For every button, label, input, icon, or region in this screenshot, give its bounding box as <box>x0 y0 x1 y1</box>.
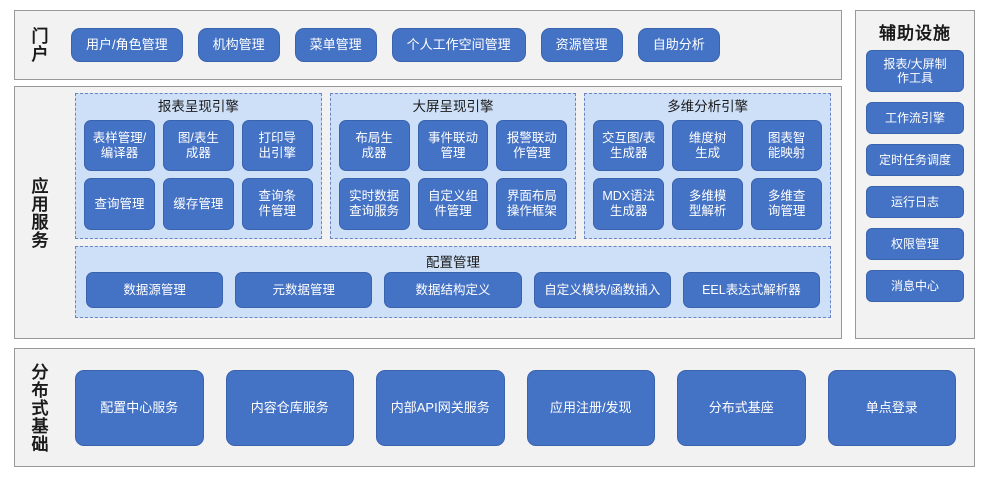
aux-item-scheduled-task-scheduling[interactable]: 定时任务调度 <box>866 144 964 176</box>
engine-row: 报表呈现引擎 表样管理/ 编译器 图/表生 成器 打印导 出引擎 查询管理 缓存… <box>75 93 832 239</box>
engine-item-layout-generator[interactable]: 布局生 成器 <box>338 119 410 172</box>
engine-multidimensional-analysis: 多维分析引擎 交互图/表 生成器 维度树 生成 图表智 能映射 MDX语法 生成… <box>584 93 832 239</box>
engine-report-rendering-title: 报表呈现引擎 <box>157 99 239 114</box>
portal-item-menu-management[interactable]: 菜单管理 <box>294 28 377 62</box>
config-item-custom-module-function-insertion[interactable]: 自定义模块/函数插入 <box>533 272 671 308</box>
portal-item-org-management[interactable]: 机构管理 <box>197 28 280 62</box>
config-item-metadata-management[interactable]: 元数据管理 <box>235 272 373 308</box>
engine-multidimensional-analysis-grid: 交互图/表 生成器 维度树 生成 图表智 能映射 MDX语法 生成器 多维模 型… <box>593 119 823 230</box>
application-services-content: 报表呈现引擎 表样管理/ 编译器 图/表生 成器 打印导 出引擎 查询管理 缓存… <box>61 87 841 338</box>
engine-item-ui-layout-operation-framework[interactable]: 界面布局 操作框架 <box>496 178 568 230</box>
config-item-eel-expression-parser[interactable]: EEL表达式解析器 <box>682 272 821 308</box>
config-item-datasource-management[interactable]: 数据源管理 <box>86 272 224 308</box>
auxiliary-facilities-section: 辅助设施 报表/大屏制 作工具 工作流引擎 定时任务调度 运行日志 权限管理 消… <box>855 10 975 339</box>
base-item-single-sign-on[interactable]: 单点登录 <box>827 369 956 446</box>
engine-item-dimension-tree-generation[interactable]: 维度树 生成 <box>672 119 744 172</box>
aux-item-report-screen-authoring-tool[interactable]: 报表/大屏制 作工具 <box>866 50 964 92</box>
engine-large-screen-rendering-grid: 布局生 成器 事件联动 管理 报警联动 作管理 实时数据 查询服务 自定义组 件… <box>338 119 568 230</box>
engine-large-screen-rendering-title: 大屏呈现引擎 <box>412 99 494 114</box>
portal-band-label: 门户 <box>28 27 48 63</box>
base-item-internal-api-gateway-service[interactable]: 内部API网关服务 <box>376 369 505 446</box>
aux-item-workflow-engine[interactable]: 工作流引擎 <box>866 102 964 134</box>
portal-item-personal-workspace-management[interactable]: 个人工作空间管理 <box>391 28 526 62</box>
base-item-app-registry-discovery[interactable]: 应用注册/发现 <box>526 369 655 446</box>
engine-report-rendering: 报表呈现引擎 表样管理/ 编译器 图/表生 成器 打印导 出引擎 查询管理 缓存… <box>75 93 322 239</box>
application-services-section: 应用服务 报表呈现引擎 表样管理/ 编译器 图/表生 成器 打印导 出引擎 查询… <box>14 86 842 339</box>
portal-section: 门户 用户/角色管理 机构管理 菜单管理 个人工作空间管理 资源管理 自助分析 <box>14 10 842 80</box>
configuration-management-panel: 配置管理 数据源管理 元数据管理 数据结构定义 自定义模块/函数插入 EEL表达… <box>75 246 831 318</box>
distributed-base-section: 分布式基础 配置中心服务 内容仓库服务 内部API网关服务 应用注册/发现 分布… <box>14 348 975 467</box>
portal-button-row: 用户/角色管理 机构管理 菜单管理 个人工作空间管理 资源管理 自助分析 <box>61 11 835 79</box>
engine-item-multidimensional-model-parsing[interactable]: 多维模 型解析 <box>672 178 744 230</box>
engine-report-rendering-grid: 表样管理/ 编译器 图/表生 成器 打印导 出引擎 查询管理 缓存管理 查询条 … <box>84 119 313 230</box>
auxiliary-facilities-list: 报表/大屏制 作工具 工作流引擎 定时任务调度 运行日志 权限管理 消息中心 <box>856 50 974 302</box>
engine-item-custom-component-management[interactable]: 自定义组 件管理 <box>417 178 489 230</box>
engine-item-multidimensional-query-management[interactable]: 多维查 询管理 <box>751 178 823 230</box>
engine-item-alarm-linkage-action-management[interactable]: 报警联动 作管理 <box>496 119 568 172</box>
engine-multidimensional-analysis-title: 多维分析引擎 <box>667 99 749 114</box>
engine-item-print-export-engine[interactable]: 打印导 出引擎 <box>241 119 313 172</box>
engine-item-chart-smart-mapping[interactable]: 图表智 能映射 <box>751 119 823 172</box>
config-item-data-structure-definition[interactable]: 数据结构定义 <box>384 272 522 308</box>
aux-item-runtime-log[interactable]: 运行日志 <box>866 186 964 218</box>
engine-item-chart-table-generator[interactable]: 图/表生 成器 <box>162 119 234 172</box>
base-item-config-center-service[interactable]: 配置中心服务 <box>75 369 204 446</box>
auxiliary-facilities-title: 辅助设施 <box>879 24 951 43</box>
base-item-content-repository-service[interactable]: 内容仓库服务 <box>225 369 354 446</box>
engine-item-interactive-chart-table-generator[interactable]: 交互图/表 生成器 <box>593 119 665 172</box>
engine-item-cache-management[interactable]: 缓存管理 <box>162 178 234 230</box>
portal-item-resource-management[interactable]: 资源管理 <box>540 28 623 62</box>
application-services-band-label: 应用服务 <box>28 176 48 249</box>
portal-item-user-role-management[interactable]: 用户/角色管理 <box>71 28 183 62</box>
distributed-base-row: 配置中心服务 内容仓库服务 内部API网关服务 应用注册/发现 分布式基座 单点… <box>61 349 974 466</box>
portal-item-self-service-analysis[interactable]: 自助分析 <box>637 28 720 62</box>
configuration-management-title: 配置管理 <box>426 255 480 270</box>
engine-item-event-linkage-management[interactable]: 事件联动 管理 <box>417 119 489 172</box>
aux-item-permission-management[interactable]: 权限管理 <box>866 228 964 260</box>
engine-item-template-management-compiler[interactable]: 表样管理/ 编译器 <box>84 119 155 172</box>
engine-large-screen-rendering: 大屏呈现引擎 布局生 成器 事件联动 管理 报警联动 作管理 实时数据 查询服务… <box>329 93 577 239</box>
configuration-management-row: 数据源管理 元数据管理 数据结构定义 自定义模块/函数插入 EEL表达式解析器 <box>86 272 821 308</box>
aux-item-message-center[interactable]: 消息中心 <box>866 270 964 302</box>
engine-item-mdx-syntax-generator[interactable]: MDX语法 生成器 <box>593 178 665 230</box>
base-item-distributed-foundation[interactable]: 分布式基座 <box>677 369 806 446</box>
engine-item-query-management[interactable]: 查询管理 <box>84 178 155 230</box>
engine-item-query-condition-management[interactable]: 查询条 件管理 <box>241 178 313 230</box>
engine-item-realtime-data-query-service[interactable]: 实时数据 查询服务 <box>338 178 410 230</box>
distributed-base-band-label: 分布式基础 <box>28 362 48 453</box>
